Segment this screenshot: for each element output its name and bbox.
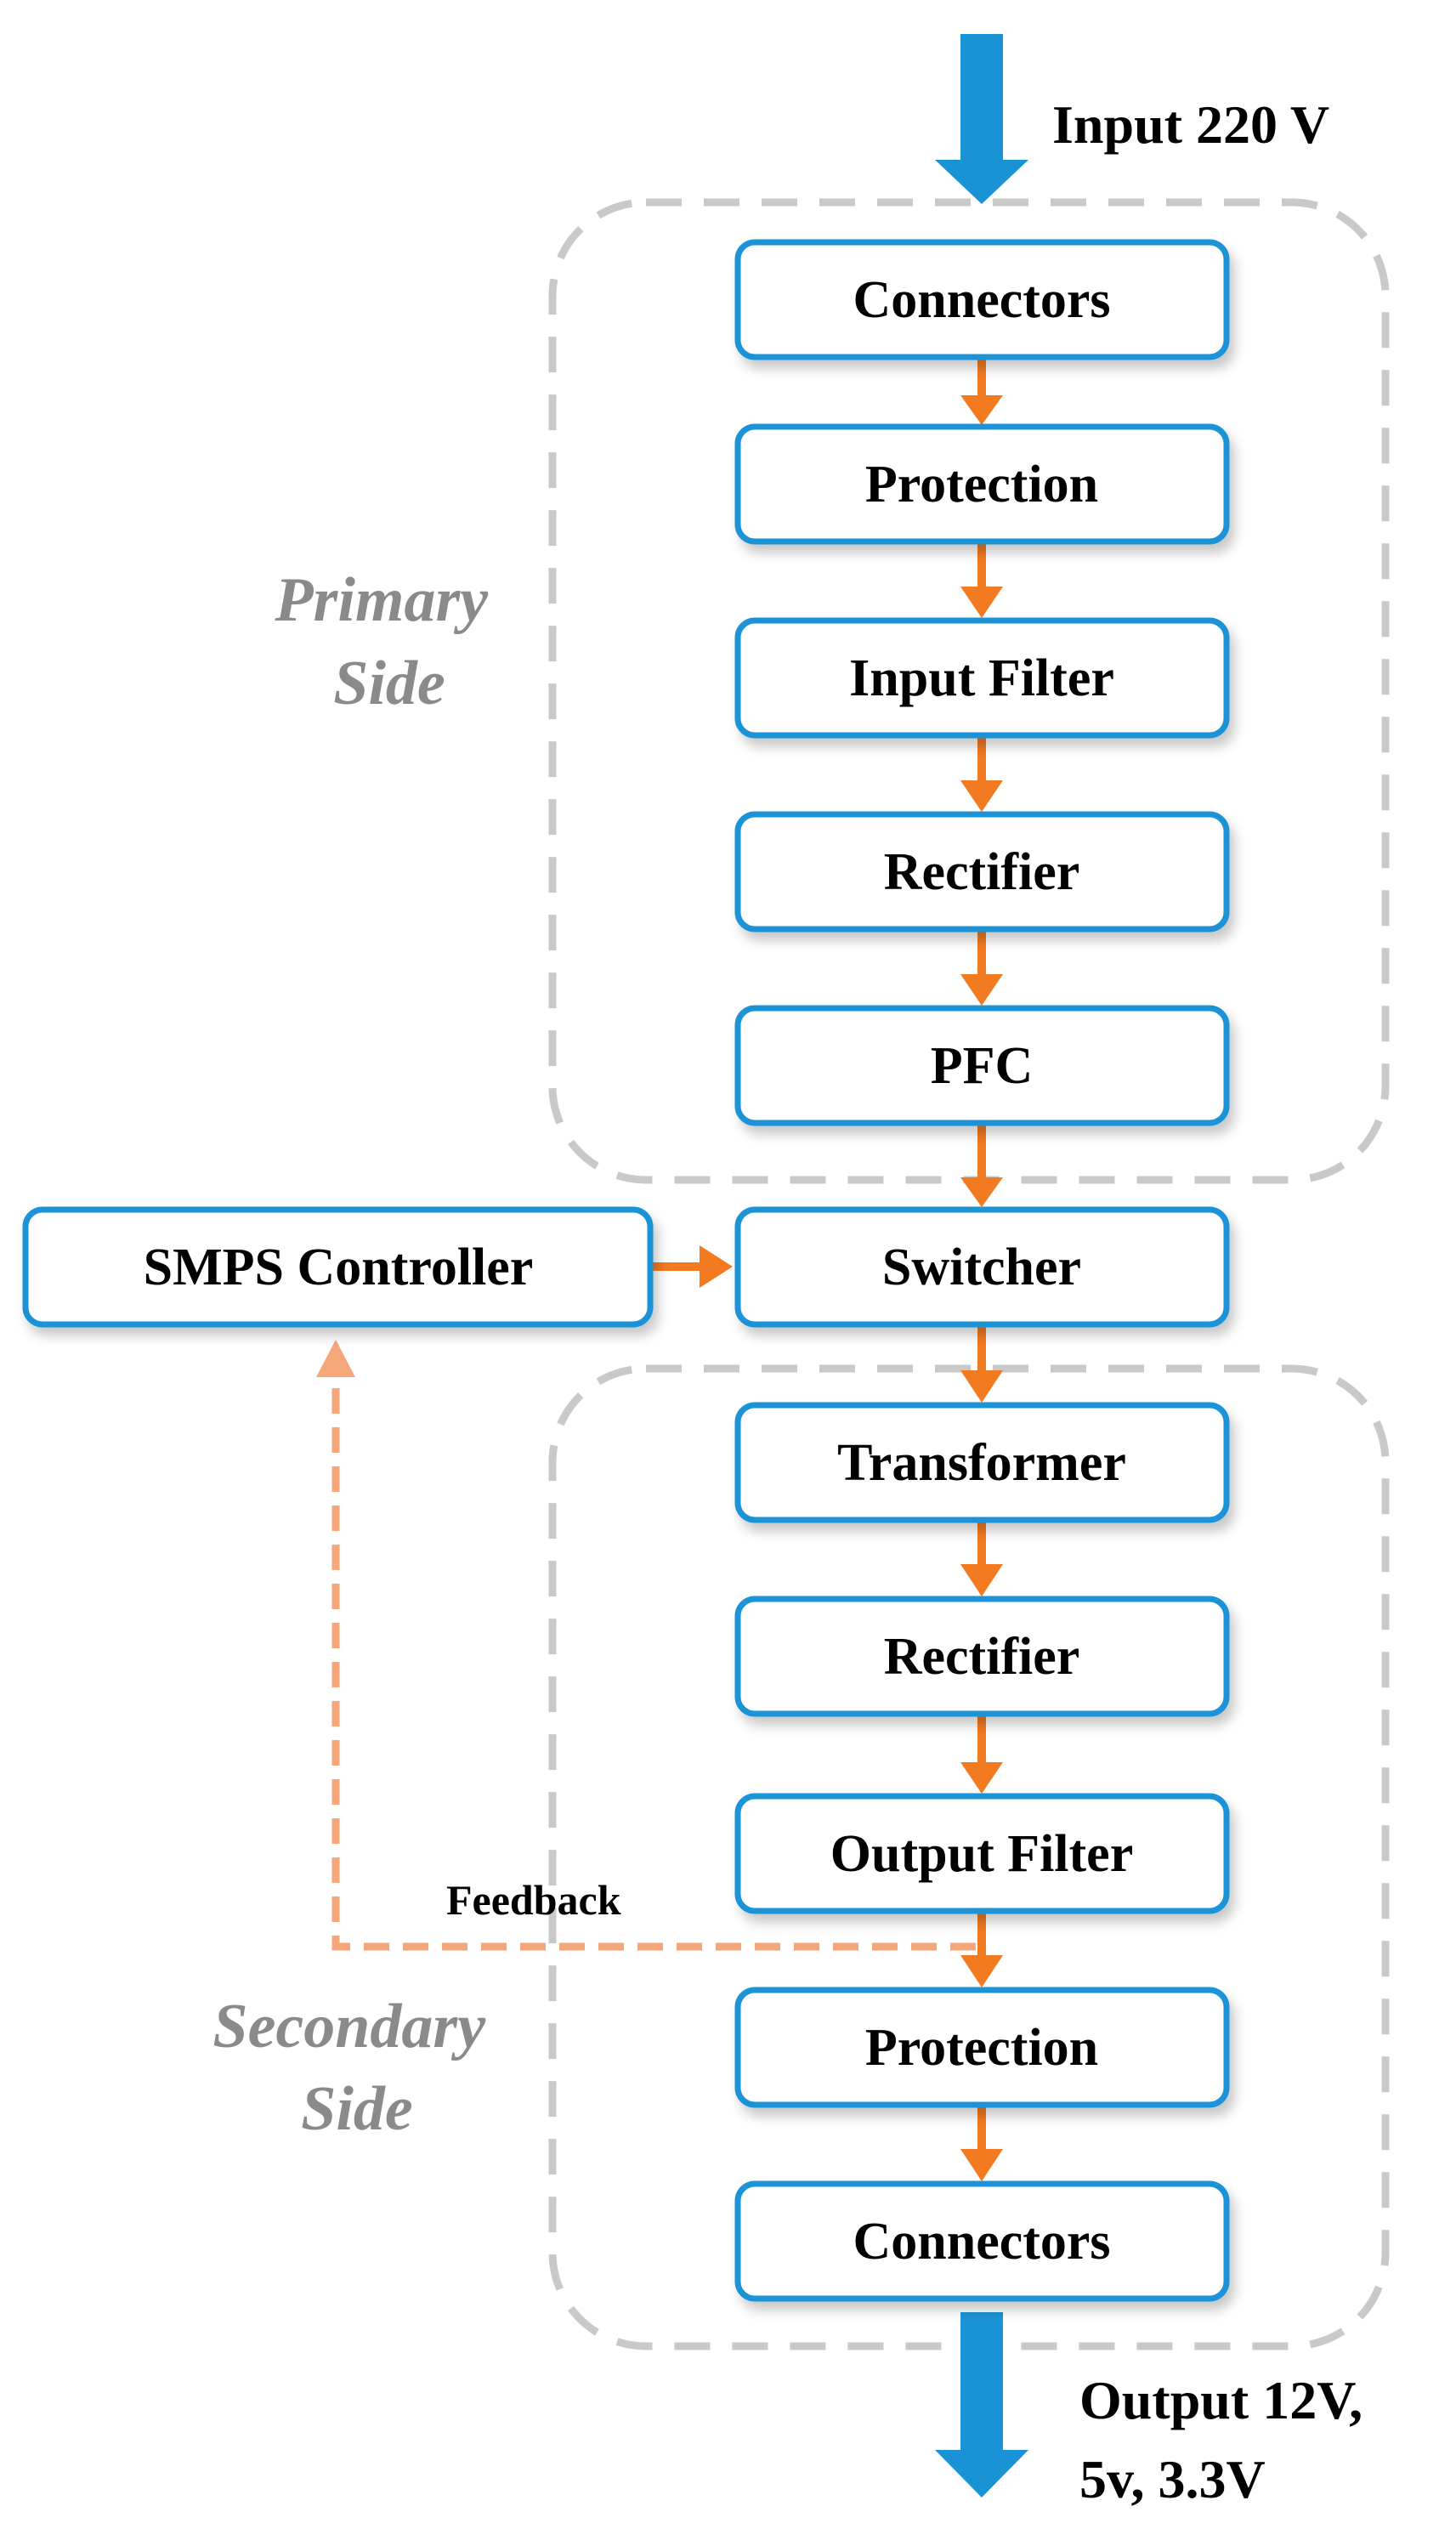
block-transformer-label: Transformer [837, 1434, 1126, 1492]
primary-side-label-line-1: Primary [274, 565, 489, 635]
block-rectifier-output: Rectifier [734, 1596, 1230, 1717]
arrow-protection-to-connectors [960, 2105, 1003, 2181]
block-smps-controller-label: SMPS Controller [144, 1239, 534, 1296]
block-switcher: Switcher [734, 1206, 1230, 1328]
arrow-connectors-to-protection [960, 357, 1003, 425]
secondary-side-label-line-1: Secondary [212, 1992, 486, 2061]
block-pfc-label: PFC [931, 1037, 1034, 1095]
block-protection-output-label: Protection [865, 2019, 1098, 2077]
arrow-protection-to-input-filter [960, 541, 1003, 618]
block-output-filter: Output Filter [734, 1793, 1230, 1914]
block-input-filter: Input Filter [734, 617, 1230, 739]
arrow-pfc-to-switcher [960, 1123, 1003, 1207]
block-switcher-label: Switcher [882, 1239, 1081, 1296]
output-arrow [935, 2312, 1028, 2497]
arrow-rectifier-to-output-filter [960, 1714, 1003, 1794]
feedback-label: Feedback [446, 1876, 621, 1924]
arrow-switcher-to-transformer [960, 1324, 1003, 1403]
block-rectifier-input: Rectifier [734, 811, 1230, 933]
block-rectifier-output-label: Rectifier [884, 1628, 1080, 1686]
input-arrow [935, 34, 1028, 204]
secondary-side-label: Secondary Side [212, 1992, 501, 2144]
block-connectors-input: Connectors [734, 239, 1230, 360]
block-transformer: Transformer [734, 1402, 1230, 1523]
arrow-controller-to-switcher [650, 1245, 733, 1288]
block-protection-input-label: Protection [865, 456, 1098, 513]
block-output-filter-label: Output Filter [830, 1825, 1133, 1883]
input-label: Input 220 V [1052, 94, 1329, 155]
block-protection-input: Protection [734, 423, 1230, 545]
block-smps-controller: SMPS Controller [22, 1206, 654, 1328]
primary-side-label-line-2: Side [333, 649, 445, 718]
block-input-filter-label: Input Filter [849, 649, 1114, 707]
block-connectors-input-label: Connectors [853, 271, 1110, 329]
arrow-rectifier-to-pfc [960, 929, 1003, 1006]
output-label-line-1: Output 12V, [1079, 2370, 1363, 2430]
block-connectors-output: Connectors [734, 2180, 1230, 2302]
block-pfc: PFC [734, 1005, 1230, 1126]
arrow-input-filter-to-rectifier [960, 735, 1003, 812]
block-connectors-output-label: Connectors [853, 2213, 1110, 2271]
arrow-transformer-to-rectifier [960, 1520, 1003, 1596]
primary-side-label: Primary Side [274, 565, 503, 718]
feedback-loop [316, 1340, 976, 1951]
block-rectifier-input-label: Rectifier [884, 843, 1080, 901]
flow-arrows [650, 357, 1003, 2181]
output-label-line-2: 5v, 3.3V [1079, 2449, 1266, 2509]
block-protection-output: Protection [734, 1987, 1230, 2108]
output-label: Output 12V, 5v, 3.3V [1079, 2370, 1376, 2509]
secondary-side-label-line-2: Side [301, 2074, 413, 2144]
arrow-output-filter-to-protection [960, 1911, 1003, 1987]
